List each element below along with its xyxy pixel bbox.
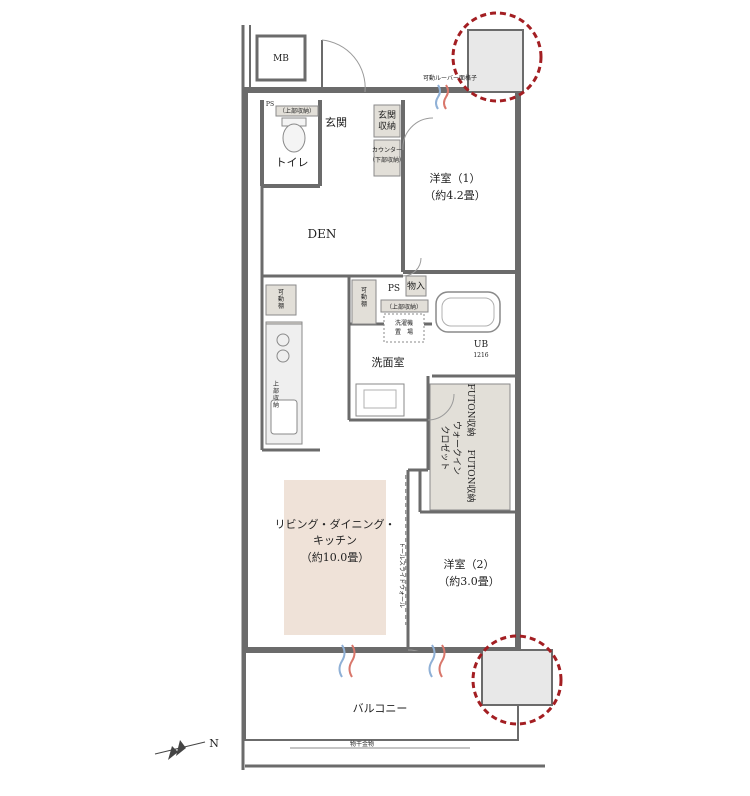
highlight-circles (451, 11, 563, 726)
tall-sliding-wall-label: トールスライドウォール (398, 542, 406, 608)
upper-storage-top-label: （上部収納） (279, 107, 315, 115)
counter-label-2: （下部収納） (369, 156, 405, 164)
toilet-fixture (281, 117, 307, 153)
movable-shelf-2a: 可 (361, 287, 367, 294)
genkan-storage-label-2: 収納 (378, 120, 396, 132)
futon-storage-label-1: FUTON収納 (465, 383, 477, 436)
walkin-closet-label-2: クロゼット (439, 425, 451, 470)
washer-label-2: 置 場 (395, 328, 413, 336)
kitchen-upper-d: 納 (273, 401, 279, 409)
bottom-right-column (481, 649, 553, 706)
ps-top-label: PS (266, 101, 274, 108)
ldk-highlight (284, 480, 386, 635)
ldk-label-1: リビング・ダイニング・ (275, 517, 396, 531)
clothes-hanger-label: 物干金物 (350, 740, 374, 748)
stove-burner-icon (276, 333, 290, 347)
ub-size-label: 1216 (473, 352, 488, 359)
den-label: DEN (308, 227, 337, 241)
mb-label: MB (273, 54, 289, 64)
washer-space (383, 313, 425, 343)
ps-mid-label: PS (388, 284, 400, 294)
movable-shelf-1b: 動 (278, 295, 284, 303)
movable-shelf-1c: 棚 (278, 302, 284, 310)
kitchen-counter (265, 323, 303, 445)
interior-walls (260, 100, 518, 650)
toilet-label: トイレ (276, 156, 309, 169)
compass-icon: N (154, 737, 219, 760)
wash-basin (355, 383, 405, 417)
kitchen-upper-c: 収 (273, 395, 279, 402)
upper-storage-mid-label: （上部収納） (386, 303, 422, 311)
air-flow-icon (338, 84, 449, 678)
louver-label: 可動ルーバー面格子 (423, 74, 477, 82)
counter-label-1: カウンター (372, 146, 402, 154)
mono-ire-label: 物入 (407, 280, 425, 292)
sink-icon (270, 399, 298, 435)
washer-label-1: 洗濯機 (395, 319, 413, 327)
bathtub (435, 291, 501, 333)
top-right-column (467, 29, 524, 93)
western-room-1-size: （約4.2畳） (424, 188, 486, 202)
movable-shelf-2c: 棚 (361, 300, 367, 308)
north-letter: N (209, 737, 219, 750)
ldk-label-2: キッチン (313, 534, 357, 547)
walkin-closet-label-1: ウォークイン (451, 421, 462, 475)
washroom-label: 洗面室 (372, 355, 405, 369)
genkan-label: 玄関 (325, 115, 347, 129)
balcony-label: バルコニー (353, 702, 408, 715)
ub-label: UB (474, 340, 489, 350)
western-room-1-name: 洋室（1） (430, 171, 481, 185)
balcony (244, 651, 545, 768)
futon-storage-label-2: FUTON収納 (465, 449, 477, 502)
kitchen-upper-b: 部 (273, 387, 279, 395)
genkan-storage-label-1: 玄関 (378, 109, 396, 121)
stove-burner-icon (276, 349, 290, 363)
movable-shelf-2b: 動 (361, 293, 367, 301)
ldk-label-3: （約10.0畳） (301, 550, 370, 564)
western-room-2-size: （約3.0畳） (438, 574, 500, 588)
mb-box (255, 34, 307, 82)
western-room-2-name: 洋室（2） (444, 557, 495, 571)
kitchen-upper-a: 上 (273, 380, 279, 388)
movable-shelf-1a: 可 (278, 289, 284, 296)
entrance-door[interactable] (321, 39, 366, 93)
